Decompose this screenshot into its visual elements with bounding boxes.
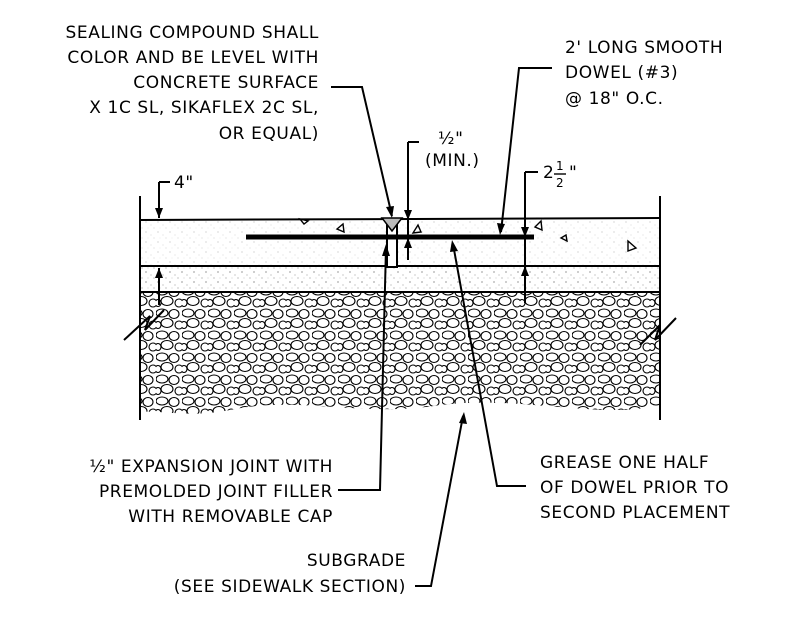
sealing-leader bbox=[331, 86, 394, 218]
svg-text:CONCRETE SURFACE: CONCRETE SURFACE bbox=[133, 73, 319, 93]
base-sand-layer bbox=[140, 266, 660, 292]
left-break-symbol bbox=[123, 309, 165, 341]
four-inch-dimension bbox=[155, 181, 170, 305]
svg-text:(MIN.): (MIN.) bbox=[425, 151, 480, 171]
grease-label: GREASE ONE HALF OF DOWEL PRIOR TO SECOND… bbox=[540, 453, 730, 523]
half-inch-min-label: ½" (MIN.) bbox=[425, 129, 480, 171]
two-and-half-inch-label: 2 1 2 " bbox=[543, 159, 577, 190]
svg-text:PREMOLDED JOINT FILLER: PREMOLDED JOINT FILLER bbox=[99, 482, 333, 502]
sealing-label: SEALING COMPOUND SHALL COLOR AND BE LEVE… bbox=[66, 23, 320, 144]
dowel-leader bbox=[497, 67, 552, 235]
svg-text:SEALING COMPOUND SHALL: SEALING COMPOUND SHALL bbox=[66, 23, 320, 43]
svg-text:DOWEL (#3): DOWEL (#3) bbox=[565, 63, 678, 83]
expansion-joint-label: ½" EXPANSION JOINT WITH PREMOLDED JOINT … bbox=[89, 457, 333, 527]
four-inch-label: 4" bbox=[174, 173, 194, 193]
two-and-half-inch-dimension bbox=[521, 171, 538, 303]
subgrade-label: SUBGRADE (SEE SIDEWALK SECTION) bbox=[174, 551, 406, 597]
svg-text:½": ½" bbox=[438, 129, 464, 149]
svg-text:X 1C SL, SIKAFLEX 2C SL,: X 1C SL, SIKAFLEX 2C SL, bbox=[89, 98, 319, 118]
right-break-symbol bbox=[639, 317, 677, 346]
aggregate-marks bbox=[298, 217, 638, 253]
svg-text:2: 2 bbox=[556, 176, 564, 190]
svg-text:GREASE ONE HALF: GREASE ONE HALF bbox=[540, 453, 709, 473]
svg-text:(SEE SIDEWALK SECTION): (SEE SIDEWALK SECTION) bbox=[174, 577, 406, 597]
svg-text:2' LONG SMOOTH: 2' LONG SMOOTH bbox=[565, 38, 723, 58]
svg-text:OR EQUAL): OR EQUAL) bbox=[219, 124, 319, 144]
subgrade-stone-fill bbox=[140, 292, 660, 414]
grease-leader bbox=[450, 240, 526, 487]
svg-text:2: 2 bbox=[543, 163, 554, 183]
svg-text:WITH REMOVABLE CAP: WITH REMOVABLE CAP bbox=[128, 507, 333, 527]
svg-text:½" EXPANSION JOINT WITH: ½" EXPANSION JOINT WITH bbox=[89, 457, 333, 477]
svg-text:SUBGRADE: SUBGRADE bbox=[307, 551, 406, 571]
half-inch-min-dimension bbox=[404, 141, 419, 260]
svg-text:": " bbox=[569, 163, 577, 183]
subgrade-leader bbox=[415, 412, 467, 587]
svg-text:@ 18" O.C.: @ 18" O.C. bbox=[565, 89, 664, 109]
dowel-label: 2' LONG SMOOTH DOWEL (#3) @ 18" O.C. bbox=[565, 38, 723, 109]
expansion-joint-leader bbox=[338, 244, 390, 491]
svg-text:COLOR AND BE LEVEL WITH: COLOR AND BE LEVEL WITH bbox=[67, 48, 319, 68]
svg-text:OF DOWEL PRIOR TO: OF DOWEL PRIOR TO bbox=[540, 478, 729, 498]
concrete-slab-fill bbox=[140, 220, 660, 266]
svg-text:SECOND PLACEMENT: SECOND PLACEMENT bbox=[540, 503, 730, 523]
svg-text:1: 1 bbox=[556, 159, 564, 173]
